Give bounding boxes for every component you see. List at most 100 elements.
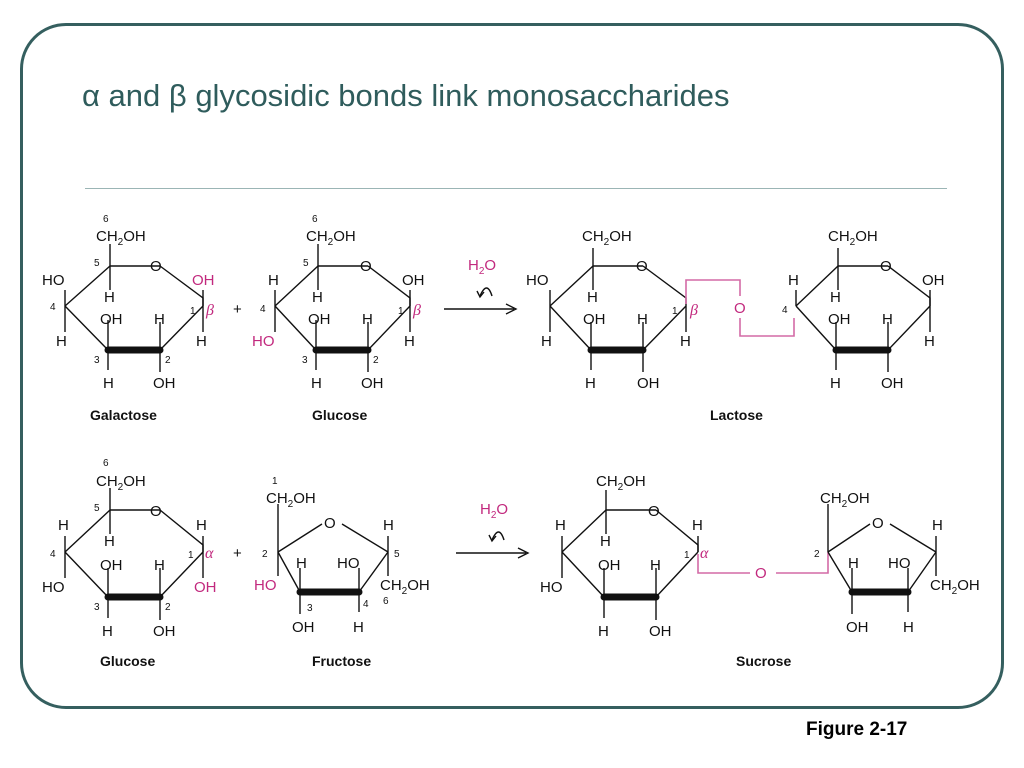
svg-text:5: 5: [394, 549, 400, 560]
svg-text:OH: OH: [308, 311, 331, 328]
svg-text:OH: OH: [881, 375, 904, 392]
svg-text:4: 4: [782, 305, 788, 316]
svg-text:H: H: [680, 333, 691, 350]
plus-sign-2: +: [233, 545, 242, 562]
svg-text:β: β: [689, 302, 698, 319]
svg-text:CH2OH: CH2OH: [820, 490, 870, 510]
svg-text:H: H: [58, 517, 69, 534]
reaction-arrow-1: H2O: [444, 257, 518, 315]
svg-text:O: O: [150, 503, 162, 520]
svg-text:OH: OH: [153, 375, 176, 392]
svg-text:H: H: [103, 375, 114, 392]
sucrose-structure: CH2OH O H H H OH H 1 α HO H OH O CH2OH O…: [540, 473, 980, 669]
svg-text:O: O: [755, 565, 767, 582]
svg-text:1: 1: [190, 306, 196, 317]
svg-text:OH: OH: [637, 375, 660, 392]
sucrose-label: Sucrose: [736, 653, 791, 669]
svg-text:CH2OH: CH2OH: [930, 577, 980, 597]
svg-text:H: H: [312, 289, 323, 306]
svg-text:O: O: [734, 300, 746, 317]
svg-text:OH: OH: [100, 311, 123, 328]
svg-text:H: H: [848, 555, 859, 572]
svg-text:H: H: [830, 289, 841, 306]
svg-text:H: H: [404, 333, 415, 350]
svg-text:2: 2: [373, 355, 379, 366]
plus-sign-1: +: [233, 301, 242, 318]
svg-text:OH: OH: [649, 623, 672, 640]
svg-text:OH: OH: [402, 272, 425, 289]
svg-text:H: H: [541, 333, 552, 350]
svg-text:6: 6: [103, 458, 109, 469]
svg-text:OH: OH: [192, 272, 215, 289]
svg-text:4: 4: [260, 304, 266, 315]
svg-text:4: 4: [363, 599, 369, 610]
svg-text:HO: HO: [42, 272, 65, 289]
svg-text:1: 1: [398, 306, 404, 317]
svg-text:H: H: [353, 619, 364, 636]
svg-text:6: 6: [383, 596, 389, 607]
title-divider: [85, 188, 947, 189]
svg-text:HO: HO: [526, 272, 549, 289]
svg-text:H: H: [555, 517, 566, 534]
svg-text:H2O: H2O: [480, 501, 508, 521]
svg-text:2: 2: [165, 602, 171, 613]
galactose-structure: 6 CH2OH 5 O HO H OH 4 OH H 1 β H H 3 2 H…: [42, 214, 215, 423]
svg-text:O: O: [360, 258, 372, 275]
glucose-label-2: Glucose: [100, 653, 155, 669]
svg-text:H: H: [903, 619, 914, 636]
svg-text:HO: HO: [540, 579, 563, 596]
svg-text:H: H: [362, 311, 373, 328]
svg-text:O: O: [648, 503, 660, 520]
svg-text:H: H: [692, 517, 703, 534]
svg-text:OH: OH: [828, 311, 851, 328]
svg-text:2: 2: [814, 549, 820, 560]
svg-text:HO: HO: [254, 577, 277, 594]
svg-text:1: 1: [272, 476, 278, 487]
svg-text:H: H: [650, 557, 661, 574]
svg-text:OH: OH: [361, 375, 384, 392]
svg-text:1: 1: [188, 550, 194, 561]
svg-text:H: H: [637, 311, 648, 328]
fructose-structure: 1 CH2OH O H 2 5 H HO HO CH2OH 3 4 6 OH H…: [254, 476, 430, 669]
glucose-structure-1: 6 CH2OH 5 O H H OH 4 OH H 1 β HO H 3 2 H…: [252, 214, 425, 423]
svg-text:3: 3: [94, 355, 100, 366]
svg-text:OH: OH: [598, 557, 621, 574]
fructose-label: Fructose: [312, 653, 371, 669]
svg-text:HO: HO: [42, 579, 65, 596]
svg-text:3: 3: [94, 602, 100, 613]
figure-caption: Figure 2-17: [806, 719, 908, 740]
svg-text:3: 3: [307, 603, 313, 614]
svg-text:H: H: [383, 517, 394, 534]
svg-text:O: O: [880, 258, 892, 275]
svg-text:β: β: [205, 302, 214, 319]
svg-text:H: H: [104, 533, 115, 550]
svg-text:OH: OH: [583, 311, 606, 328]
svg-text:3: 3: [302, 355, 308, 366]
svg-text:O: O: [872, 515, 884, 532]
svg-text:O: O: [150, 258, 162, 275]
slide-frame: [20, 23, 1004, 709]
svg-text:OH: OH: [153, 623, 176, 640]
svg-text:4: 4: [50, 302, 56, 313]
svg-text:O: O: [324, 515, 336, 532]
svg-text:CH2OH: CH2OH: [96, 473, 146, 493]
svg-text:H2O: H2O: [468, 257, 496, 277]
galactose-label: Galactose: [90, 407, 157, 423]
svg-text:CH2OH: CH2OH: [828, 228, 878, 248]
svg-text:OH: OH: [846, 619, 869, 636]
svg-text:HO: HO: [337, 555, 360, 572]
svg-text:1: 1: [684, 550, 690, 561]
svg-text:H: H: [585, 375, 596, 392]
svg-text:CH2OH: CH2OH: [582, 228, 632, 248]
svg-text:H: H: [102, 623, 113, 640]
svg-text:β: β: [412, 302, 421, 319]
svg-text:H: H: [882, 311, 893, 328]
svg-text:1: 1: [672, 306, 678, 317]
svg-text:H: H: [296, 555, 307, 572]
lactose-structure: CH2OH O HO H OH H 1 β H H H OH O CH2OH O…: [526, 228, 945, 423]
svg-text:OH: OH: [100, 557, 123, 574]
svg-text:H: H: [196, 333, 207, 350]
slide-title: α and β glycosidic bonds link monosaccha…: [82, 78, 730, 113]
svg-text:H: H: [830, 375, 841, 392]
